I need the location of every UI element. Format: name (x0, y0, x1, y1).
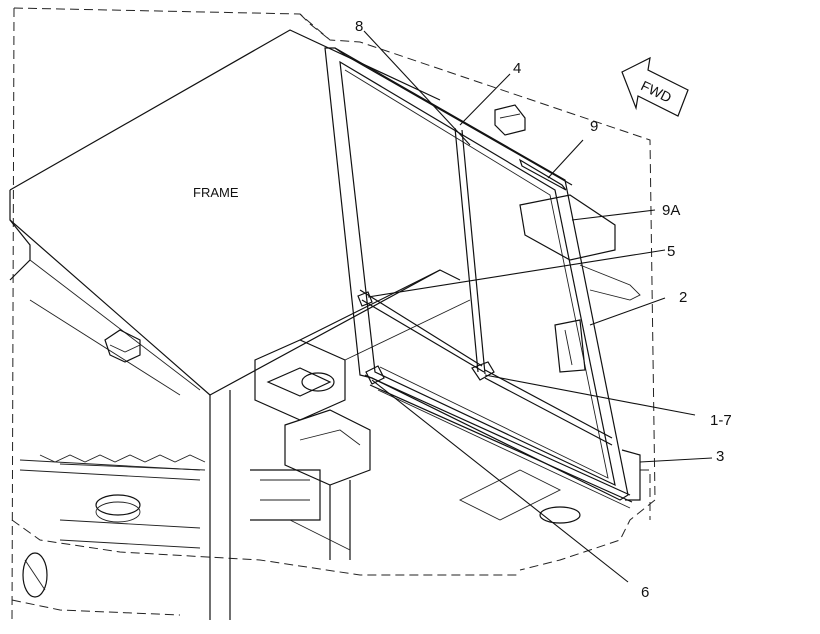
frame-label: FRAME (193, 185, 239, 200)
leader-1-7 (484, 374, 696, 416)
callout-8: 8 (355, 18, 363, 35)
leader-4 (459, 73, 511, 126)
window-assembly (324, 47, 641, 524)
leader-2 (589, 297, 666, 326)
leader-5 (367, 249, 666, 298)
fwd-label: FWD (638, 77, 674, 105)
leader-8 (363, 30, 471, 146)
cab-outline (11, 7, 656, 621)
bracket-assembly (250, 269, 471, 560)
frame-body (9, 29, 441, 620)
leader-6 (371, 379, 629, 583)
leader-lines (363, 30, 713, 583)
callout-6: 6 (641, 584, 649, 601)
callout-3: 3 (716, 448, 724, 465)
callout-9: 9 (590, 118, 598, 135)
callout-1-7: 1-7 (710, 412, 732, 429)
callout-9a: 9A (662, 202, 680, 219)
callout-5: 5 (667, 243, 675, 260)
leader-3 (639, 457, 713, 463)
callout-4: 4 (513, 60, 521, 77)
leader-9a (571, 209, 656, 221)
forward-direction-arrow: FWD (621, 56, 689, 117)
leader-9 (547, 139, 584, 179)
callouts: 8 4 9 9A 5 2 1-7 3 6 (355, 18, 732, 601)
callout-2: 2 (679, 289, 687, 306)
